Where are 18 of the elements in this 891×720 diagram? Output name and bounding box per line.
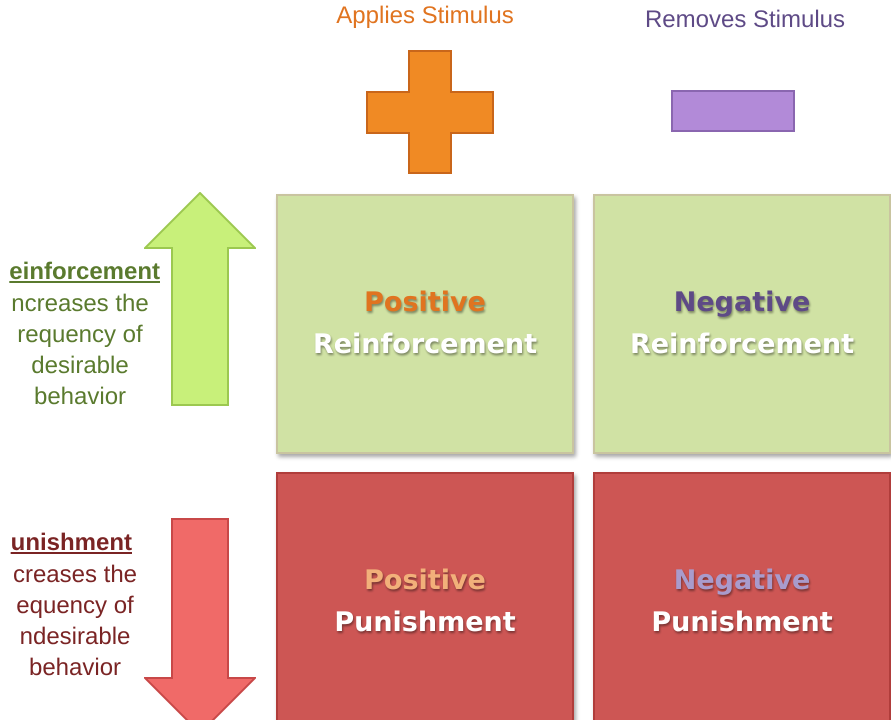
quadrant-title: Reinforcement [630, 328, 854, 362]
punishment-quadrant [276, 472, 574, 720]
row-heading: unishment [10, 528, 132, 558]
column-label: Removes Stimulus [644, 5, 846, 35]
column-label: Applies Stimulus [335, 1, 515, 31]
quadrant-heading: Negative [674, 564, 810, 598]
row-description: ncreases the requency of desirable behavior [10, 289, 150, 412]
quadrant-heading: Negative [674, 286, 810, 320]
quadrant-title: Punishment [334, 606, 516, 640]
row-description: creases the equency of ndesirable behavior [12, 560, 138, 683]
row-heading: einforcement [8, 257, 160, 287]
reinforcement-quadrant [593, 194, 891, 454]
quadrant-heading: Positive [364, 564, 486, 598]
reinforcement-quadrant [276, 194, 574, 454]
quadrant-heading: Positive [364, 286, 486, 320]
quadrant-title: Reinforcement [312, 328, 538, 362]
quadrant-title: Punishment [651, 606, 833, 640]
punishment-quadrant [593, 472, 891, 720]
